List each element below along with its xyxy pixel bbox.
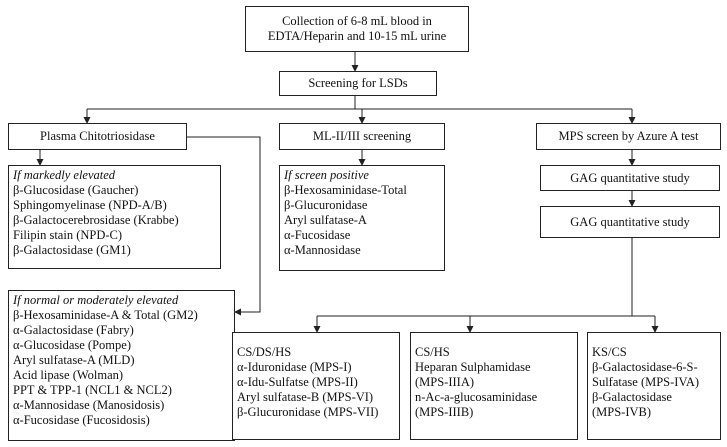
csds-item: α-Idu-Sulfatse (MPS-II) — [237, 375, 358, 389]
mps-screen-box: MPS screen by Azure A test — [536, 123, 721, 150]
elevated-caption: If markedly elevated — [13, 168, 116, 182]
kscs-item: (MPS-IVB) — [592, 405, 652, 419]
mps-screen-label: MPS screen by Azure A test — [558, 129, 699, 143]
csds-item: α-Iduronidase (MPS-I) — [237, 360, 352, 374]
positive-item: Aryl sulfatase-A — [284, 213, 367, 227]
cshs-item: (MPS-IIIB) — [415, 405, 474, 419]
mps-cshs-box: CS/HS Heparan Sulphamidase (MPS-IIIA) n-… — [410, 332, 578, 440]
screening-box: Screening for LSDs — [279, 71, 437, 96]
positive-item: β-Hexosaminidase-Total — [284, 183, 407, 197]
csds-item: Aryl sulfatase-B (MPS-VI) — [237, 390, 374, 404]
csds-heading: CS/DS/HS — [237, 345, 292, 359]
elevated-item: β-Glucosidase (Gaucher) — [13, 183, 139, 197]
gag-study-box-2: GAG quantitative study — [540, 206, 720, 238]
arrow-chito-to-normal — [187, 136, 261, 316]
normal-item: Aryl sulfatase-A (MLD) — [13, 353, 135, 367]
screening-label: Screening for LSDs — [308, 76, 408, 90]
normal-item: α-Glucosidase (Pompe) — [13, 338, 131, 352]
mps-kscs-box: KS/CS β-Galactosidase-6-S- Sulfatase (MP… — [587, 332, 721, 440]
collection-box: Collection of 6-8 mL blood in EDTA/Hepar… — [245, 6, 469, 52]
chitotriosidase-label: Plasma Chitotriosidase — [40, 129, 155, 143]
gag-study-box-1: GAG quantitative study — [540, 165, 720, 191]
normal-item: α-Fucosidase (Fucosidosis) — [13, 413, 150, 427]
normal-caption: If normal or moderately elevated — [13, 293, 179, 307]
collection-line1: Collection of 6-8 mL blood in — [282, 14, 432, 28]
kscs-item: β-Galactosidase-6-S- — [592, 360, 698, 374]
csds-item: β-Glucuronidase (MPS-VII) — [237, 405, 379, 419]
cshs-item: n-Ac-a-glucosaminidase — [415, 390, 538, 404]
elevated-item: β-Galactocerebrosidase (Krabbe) — [13, 213, 179, 227]
mps-csdshs-box: CS/DS/HS α-Iduronidase (MPS-I) α-Idu-Sul… — [232, 332, 400, 440]
kscs-heading: KS/CS — [592, 345, 627, 359]
cshs-item: (MPS-IIIA) — [415, 375, 475, 389]
normal-list-box: If normal or moderately elevated β-Hexos… — [8, 290, 235, 441]
elevated-list-box: If markedly elevated β-Glucosidase (Gauc… — [8, 165, 221, 269]
ml-screening-label: ML-II/III screening — [312, 129, 412, 143]
positive-item: α-Mannosidase — [284, 243, 361, 257]
elevated-item: Sphingomyelinase (NPD-A/B) — [13, 198, 167, 212]
kscs-item: Sulfatase (MPS-IVA) — [592, 375, 700, 389]
ml-screening-box: ML-II/III screening — [279, 123, 445, 150]
positive-item: α-Fucosidase — [284, 228, 351, 242]
kscs-item: β-Galactosidase — [592, 390, 672, 404]
elevated-item: Filipin stain (NPD-C) — [13, 228, 123, 242]
positive-item: β-Glucuronidase — [284, 198, 368, 212]
normal-item: α-Mannosidase (Manosidosis) — [13, 398, 165, 412]
normal-item: α-Galactosidase (Fabry) — [13, 323, 134, 337]
cshs-heading: CS/HS — [415, 345, 450, 359]
collection-line2: EDTA/Heparin and 10-15 mL urine — [267, 29, 447, 43]
elevated-item: β-Galactosidase (GM1) — [13, 243, 131, 257]
ml-positive-list-box: If screen positive β-Hexosaminidase-Tota… — [279, 165, 445, 271]
chitotriosidase-box: Plasma Chitotriosidase — [8, 123, 187, 150]
normal-item: PPT & TPP-1 (NCL1 & NCL2) — [13, 383, 172, 397]
cshs-item: Heparan Sulphamidase — [415, 360, 531, 374]
positive-caption: If screen positive — [284, 168, 369, 182]
normal-item: Acid lipase (Wolman) — [13, 368, 124, 382]
normal-item: β-Hexosaminidase-A & Total (GM2) — [13, 308, 198, 322]
gag-study-label-2: GAG quantitative study — [570, 214, 690, 229]
gag-study-label-1: GAG quantitative study — [570, 170, 690, 185]
